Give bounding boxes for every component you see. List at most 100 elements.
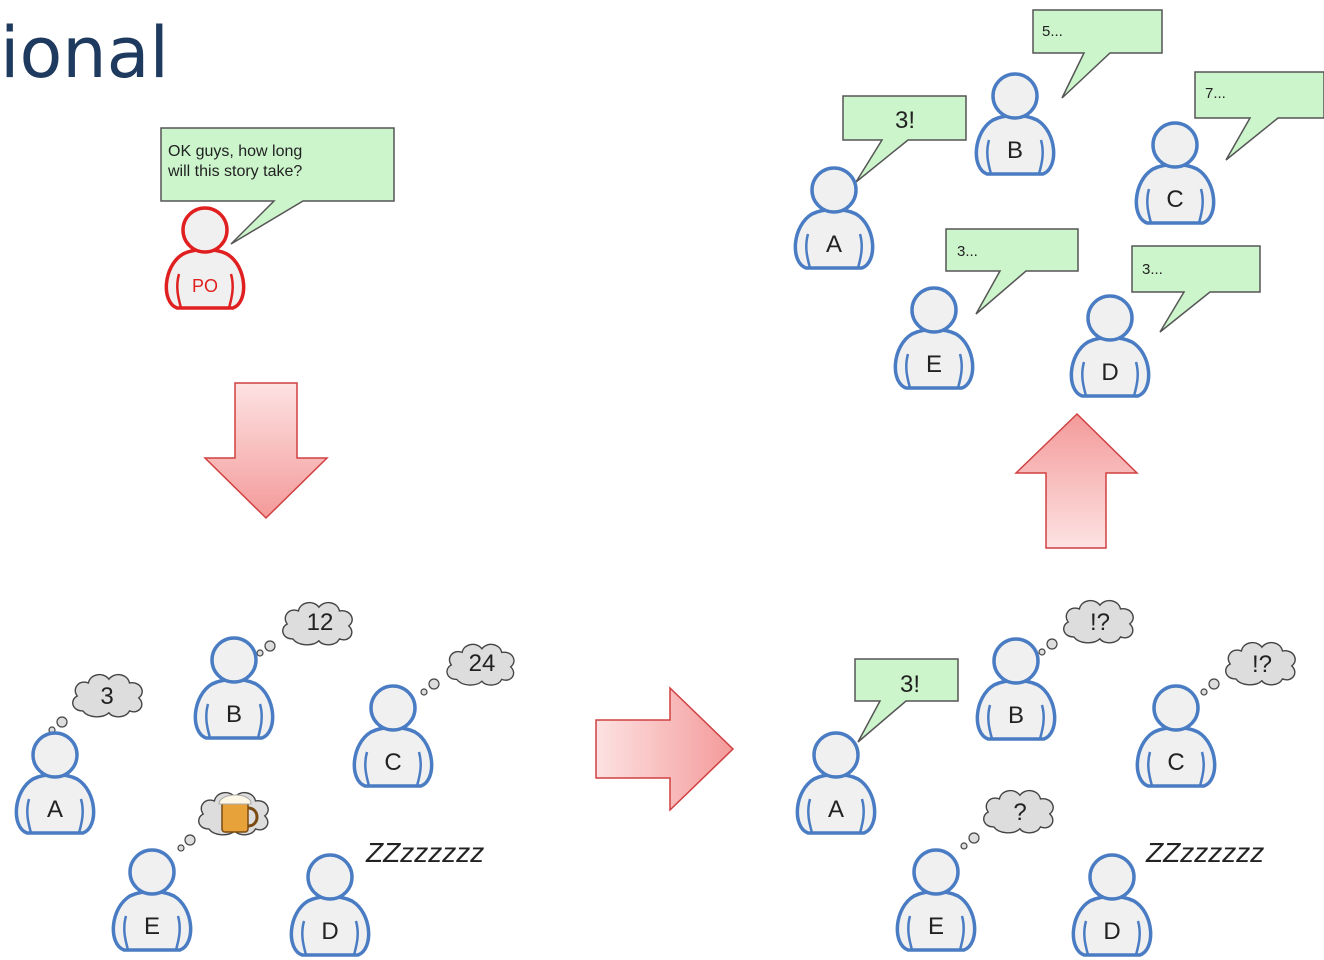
tr-speech-d: 3... <box>1131 245 1261 333</box>
person-bl-e: E <box>111 848 193 952</box>
person-arm-line <box>1038 704 1045 740</box>
person-arm-line <box>26 798 33 834</box>
person-letter: B <box>1008 702 1024 729</box>
person-arm-line <box>415 751 422 787</box>
person-head <box>1151 121 1199 169</box>
person-head <box>1088 853 1136 901</box>
person-tr-b: B <box>974 72 1056 176</box>
person-bl-d: D <box>289 853 371 957</box>
tr-speech-c: 7... <box>1194 71 1324 161</box>
person-letter: C <box>384 749 401 776</box>
tr-speech-c-text: 7... <box>1205 85 1226 102</box>
po-speech-line1: OK guys, how long <box>168 143 302 160</box>
person-arm-line <box>1132 361 1139 397</box>
br-speech-a: 3! <box>854 658 959 743</box>
person-head <box>910 286 958 334</box>
person-tr-c: C <box>1134 121 1216 225</box>
br-thought-e-text: ? <box>1013 799 1026 826</box>
person-letter: D <box>1101 359 1118 386</box>
person-arm-line <box>1197 188 1204 224</box>
person-letter: E <box>926 351 942 378</box>
person-letter: E <box>928 913 944 940</box>
tr-speech-e-text: 3... <box>957 243 978 260</box>
person-br-e: E <box>895 848 977 952</box>
bl-thought-a-text: 3 <box>100 683 113 710</box>
slide-title: ional <box>0 12 169 94</box>
person-arm-line <box>301 920 308 956</box>
person-letter: D <box>1103 918 1120 945</box>
person-arm-line <box>176 273 183 309</box>
person-arm-line <box>123 915 130 951</box>
person-arm-line <box>907 915 914 951</box>
person-arm-line <box>1037 139 1044 175</box>
bl-thought-a: 3 <box>48 673 143 734</box>
tr-speech-a: 3! <box>842 95 967 183</box>
person-letter: A <box>826 231 842 258</box>
person-po: PO <box>164 206 246 310</box>
bl-thought-e <box>177 791 269 852</box>
beer-mug-icon <box>218 794 259 833</box>
person-head <box>369 684 417 732</box>
person-letter: PO <box>192 276 218 296</box>
person-letter: C <box>1167 749 1184 776</box>
person-letter: E <box>144 913 160 940</box>
person-arm-line <box>1146 188 1153 224</box>
br-thought-e: ? <box>960 789 1054 850</box>
person-letter: B <box>226 701 242 728</box>
person-head <box>306 853 354 901</box>
person-arm-line <box>805 233 812 269</box>
person-head <box>912 848 960 896</box>
person-arm-line <box>205 703 212 739</box>
person-bl-a: A <box>14 731 96 835</box>
person-head <box>210 636 258 684</box>
person-head <box>1086 294 1134 342</box>
person-head <box>810 166 858 214</box>
bl-thought-b-text: 12 <box>307 609 334 636</box>
br-thought-c: !? <box>1200 641 1296 696</box>
tr-speech-d-text: 3... <box>1142 261 1163 278</box>
person-letter: B <box>1007 137 1023 164</box>
person-head <box>181 206 229 254</box>
br-speech-a-text: 3! <box>900 671 920 698</box>
bl-snore-d: ZZzzzzzz <box>365 837 484 868</box>
person-letter: C <box>1166 186 1183 213</box>
person-head <box>128 848 176 896</box>
bl-thought-b: 12 <box>256 601 353 657</box>
person-arm-line <box>858 798 865 834</box>
person-arm-line <box>352 920 359 956</box>
person-arm-line <box>958 915 965 951</box>
person-br-b: B <box>975 637 1057 741</box>
person-arm-line <box>174 915 181 951</box>
person-tr-a: A <box>793 166 875 270</box>
person-arm-line <box>77 798 84 834</box>
po-speech-line2: will this story take? <box>167 163 302 180</box>
person-bl-c: C <box>352 684 434 788</box>
tr-speech-a-text: 3! <box>895 107 915 134</box>
br-thought-c-text: !? <box>1252 651 1272 678</box>
person-head <box>991 72 1039 120</box>
person-tr-d: D <box>1069 294 1151 398</box>
person-letter: A <box>828 796 844 823</box>
person-arm-line <box>956 353 963 389</box>
br-thought-b: !? <box>1038 599 1134 656</box>
person-br-d: D <box>1071 853 1153 957</box>
po-speech-bubble: OK guys, how long will this story take? <box>160 127 395 245</box>
person-head <box>812 731 860 779</box>
br-snore-d: ZZzzzzzz <box>1145 837 1264 868</box>
person-arm-line <box>1198 751 1205 787</box>
br-thought-b-text: !? <box>1090 609 1110 636</box>
arrow-right <box>595 686 735 812</box>
person-arm-line <box>1083 920 1090 956</box>
person-arm-line <box>905 353 912 389</box>
person-arm-line <box>364 751 371 787</box>
person-bl-b: B <box>193 636 275 740</box>
person-br-c: C <box>1135 684 1217 788</box>
person-head <box>992 637 1040 685</box>
person-arm-line <box>1134 920 1141 956</box>
arrow-down <box>203 382 329 520</box>
bl-thought-c: 24 <box>420 643 515 696</box>
arrow-up <box>1014 412 1139 549</box>
person-arm-line <box>986 139 993 175</box>
bl-thought-c-text: 24 <box>469 650 496 677</box>
